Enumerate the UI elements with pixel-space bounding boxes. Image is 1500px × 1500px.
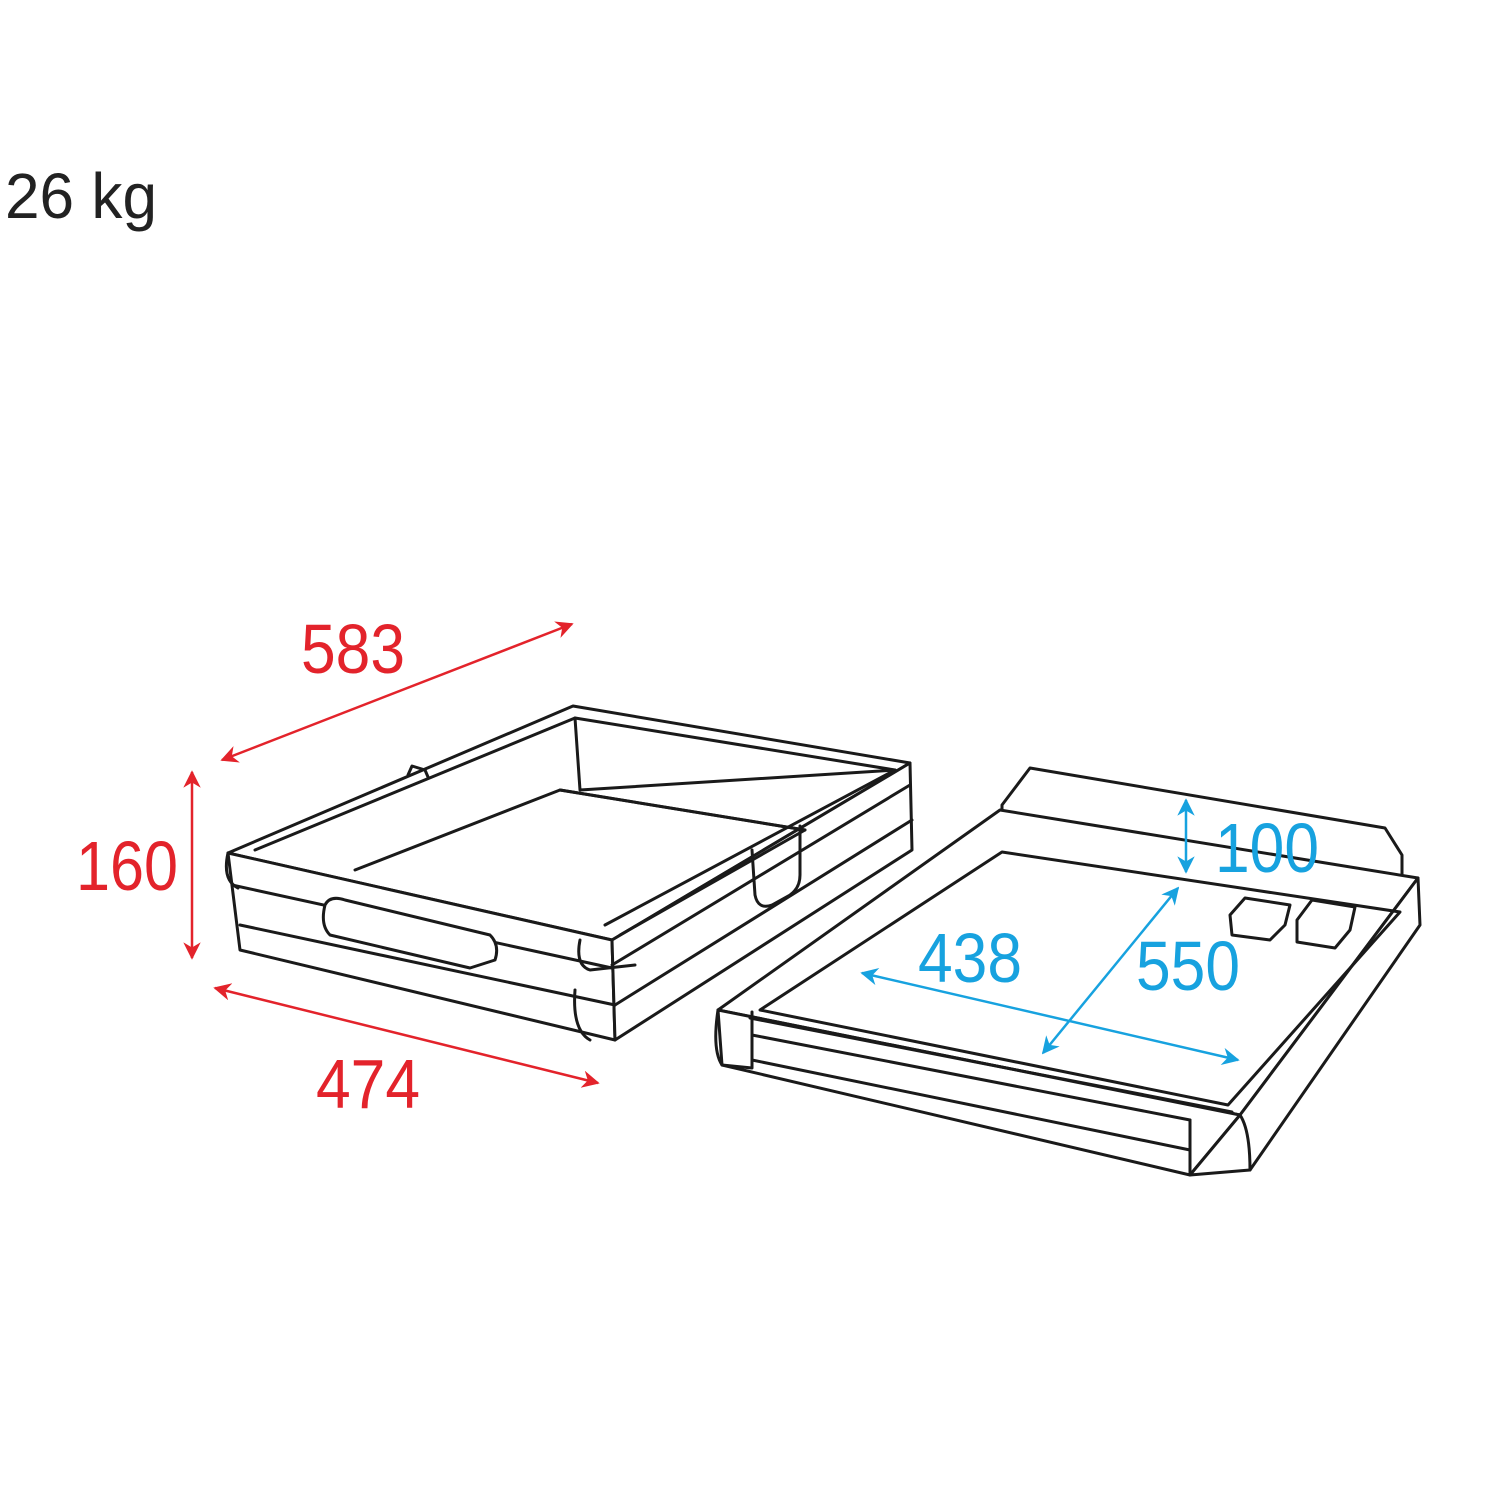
inner-dimension-arrows xyxy=(860,798,1240,1065)
outer-height-label: 160 xyxy=(76,827,178,905)
weight-label: 26 kg xyxy=(5,160,157,232)
length-arrow xyxy=(220,621,574,763)
case-base-drawing xyxy=(224,704,914,1042)
inner-height-label: 100 xyxy=(1215,809,1319,887)
inner-width-label: 438 xyxy=(918,919,1022,997)
inner-length-label: 550 xyxy=(1136,927,1240,1005)
width-arrow xyxy=(213,983,600,1088)
inner-length-arrow xyxy=(1041,886,1180,1055)
outer-width-label: 474 xyxy=(316,1045,420,1123)
outer-length-label: 583 xyxy=(301,610,405,688)
outer-dimension-arrows xyxy=(183,621,600,1088)
